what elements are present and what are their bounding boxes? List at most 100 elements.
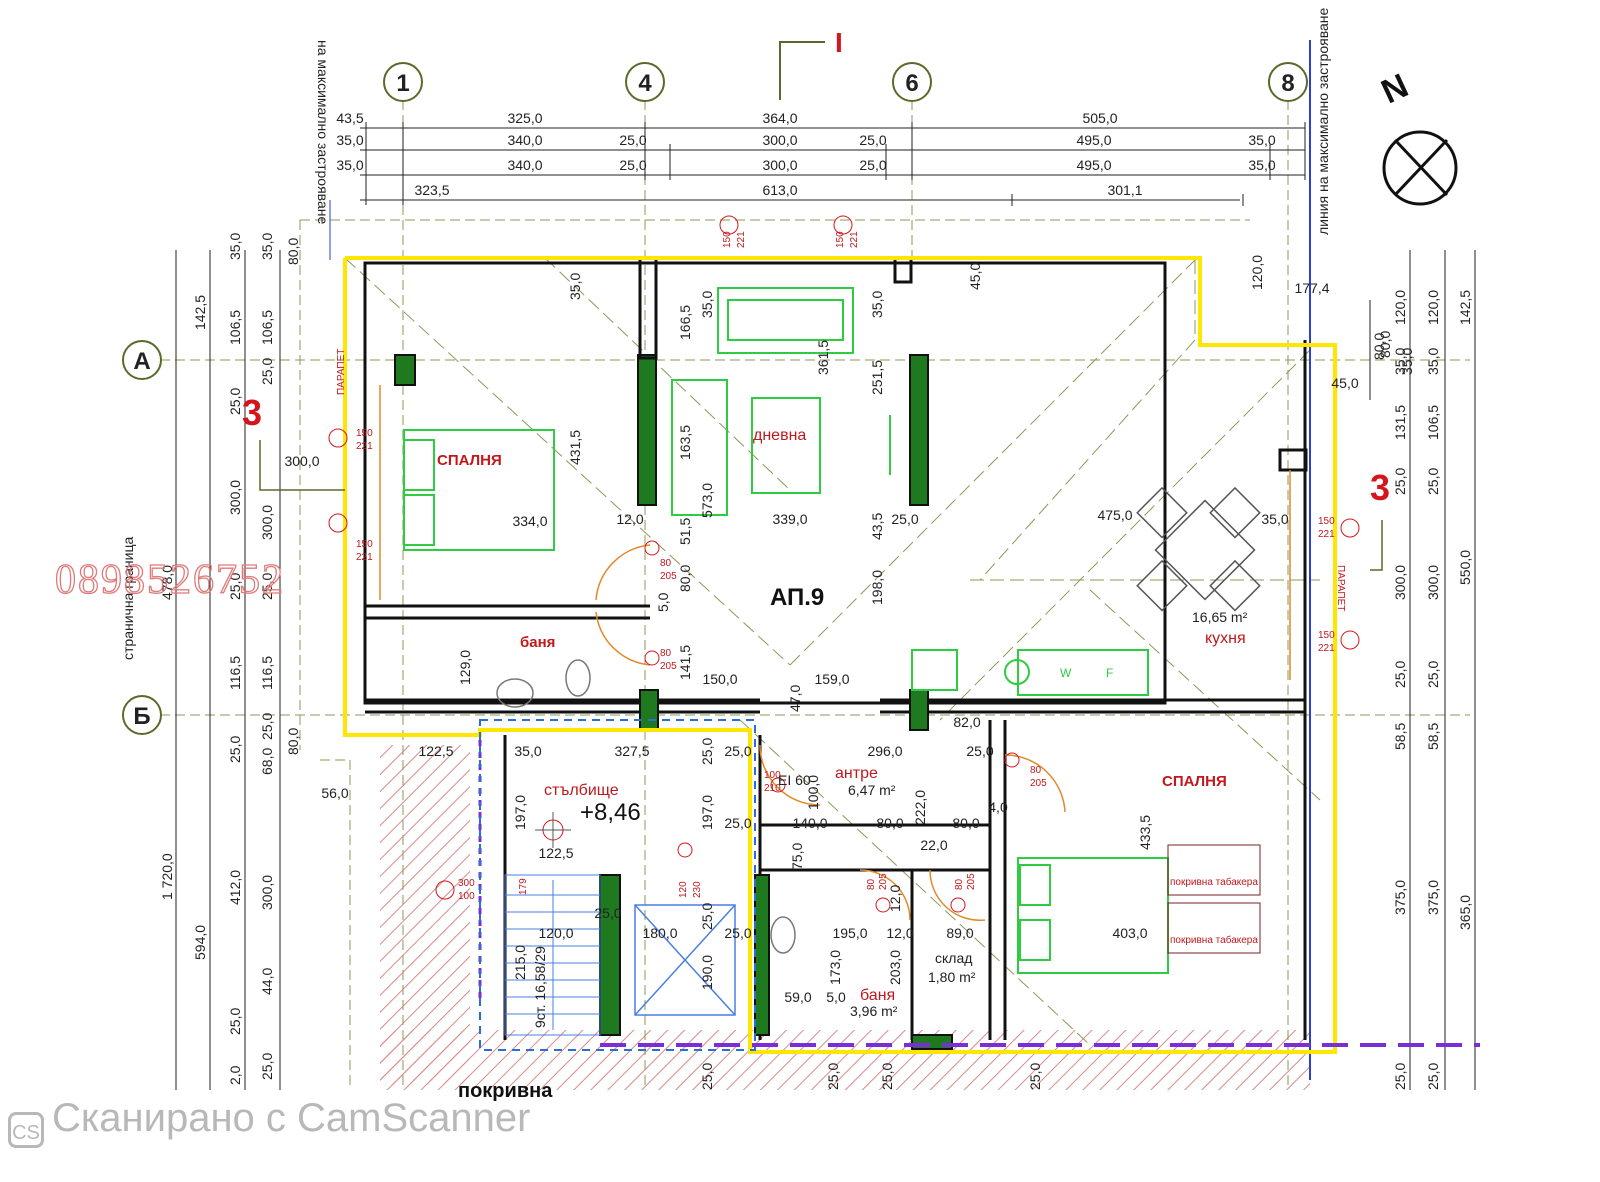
room-living: дневна: [753, 427, 806, 444]
section-arrow-top: [779, 41, 825, 100]
svg-text:25,0: 25,0: [724, 743, 751, 759]
svg-text:573,0: 573,0: [699, 483, 715, 518]
svg-text:195,0: 195,0: [832, 925, 867, 941]
svg-text:300: 300: [458, 878, 475, 889]
stair-steps: 9ст. 16,58/29: [532, 946, 548, 1028]
svg-text:25,0: 25,0: [259, 1053, 275, 1080]
kitchen-area: 16,65 m²: [1192, 609, 1248, 625]
svg-text:221: 221: [1318, 643, 1335, 654]
svg-text:221: 221: [849, 231, 860, 248]
svg-text:166,5: 166,5: [677, 305, 693, 340]
fire-door: EI 60: [778, 772, 811, 788]
section-mark-right: 3: [1370, 467, 1390, 508]
svg-text:197,0: 197,0: [512, 795, 528, 830]
svg-text:45,0: 45,0: [1331, 375, 1358, 391]
svg-text:89,0: 89,0: [946, 925, 973, 941]
svg-text:251,5: 251,5: [869, 360, 885, 395]
dim-top-2-3: 25,0: [619, 132, 646, 148]
grid-lines: [160, 100, 1470, 1090]
svg-text:12,0: 12,0: [616, 511, 643, 527]
svg-text:1 720,0: 1 720,0: [159, 853, 175, 900]
svg-text:80: 80: [954, 878, 965, 890]
svg-text:120,0: 120,0: [1425, 290, 1441, 325]
svg-text:58,5: 58,5: [1425, 723, 1441, 750]
svg-text:106,5: 106,5: [1425, 405, 1441, 440]
svg-text:80,0: 80,0: [677, 565, 693, 592]
section-arrow-right: [1370, 520, 1383, 571]
svg-text:150: 150: [356, 428, 373, 439]
apartment-outline: [343, 256, 1337, 1054]
svg-text:594,0: 594,0: [192, 925, 208, 960]
svg-text:35,0: 35,0: [514, 743, 541, 759]
svg-text:221: 221: [356, 552, 373, 563]
svg-text:80,0: 80,0: [1377, 331, 1393, 358]
dim-top-3-6: 495,0: [1076, 157, 1111, 173]
wall-stub-3: [1278, 448, 1308, 472]
svg-text:198,0: 198,0: [869, 570, 885, 605]
svg-text:59,0: 59,0: [784, 989, 811, 1005]
svg-text:43,5: 43,5: [869, 513, 885, 540]
svg-text:2,0: 2,0: [227, 1065, 243, 1085]
hall-area: 6,47 m²: [848, 782, 896, 798]
label-left-top: на максимално застрояване: [315, 40, 331, 224]
svg-text:35,0: 35,0: [1261, 511, 1288, 527]
svg-text:12,0: 12,0: [887, 885, 903, 912]
svg-text:230: 230: [692, 881, 703, 898]
svg-text:131,5: 131,5: [1392, 405, 1408, 440]
svg-text:80,0: 80,0: [1371, 333, 1387, 360]
elevator: [634, 904, 736, 1016]
svg-text:35,0: 35,0: [567, 273, 583, 300]
svg-text:35,0: 35,0: [699, 291, 715, 318]
svg-text:150: 150: [835, 231, 846, 248]
svg-text:25,0: 25,0: [699, 738, 715, 765]
svg-text:80,0: 80,0: [952, 815, 979, 831]
axis-6: 6: [905, 70, 918, 97]
wall-stub-1: [638, 256, 658, 360]
room-bedroom1: СПАЛНЯ: [437, 452, 502, 469]
svg-text:197,0: 197,0: [699, 795, 715, 830]
axis-a: А: [133, 348, 150, 375]
dim-top-3-1: 35,0: [336, 157, 363, 173]
doors: [379, 385, 1291, 921]
svg-text:25,0: 25,0: [724, 815, 751, 831]
svg-text:120,0: 120,0: [1249, 255, 1265, 290]
svg-text:35,0: 35,0: [1425, 348, 1441, 375]
dim-top-4-1: 323,5: [414, 182, 449, 198]
svg-text:106,5: 106,5: [259, 310, 275, 345]
svg-text:375,0: 375,0: [1425, 880, 1441, 915]
svg-text:25,0: 25,0: [1027, 1063, 1043, 1090]
svg-text:205: 205: [660, 571, 677, 582]
label-left-boundary: странична граница: [120, 537, 136, 660]
svg-text:327,5: 327,5: [614, 743, 649, 759]
dim-top-3-5: 25,0: [859, 157, 886, 173]
stair-level: +8,46: [580, 799, 641, 826]
svg-text:122,5: 122,5: [538, 845, 573, 861]
columns: [394, 354, 953, 1050]
svg-text:221: 221: [356, 441, 373, 452]
dim-top-2-4: 300,0: [762, 132, 797, 148]
svg-text:334,0: 334,0: [512, 513, 547, 529]
svg-text:300,0: 300,0: [1392, 565, 1408, 600]
dim-top-1-4: 505,0: [1082, 110, 1117, 126]
dim-top-2-5: 25,0: [859, 132, 886, 148]
svg-text:12,0: 12,0: [886, 925, 913, 941]
svg-text:35,0: 35,0: [227, 233, 243, 260]
room-stair: стълбище: [544, 782, 619, 799]
appliance-w: W: [1060, 666, 1072, 680]
right-dims: 120,0 35,0 131,5 25,0 300,0 25,0 58,5 37…: [1371, 290, 1473, 1090]
svg-text:375,0: 375,0: [1392, 880, 1408, 915]
svg-text:5,0: 5,0: [655, 592, 671, 612]
roof-hatch-left: [380, 745, 470, 1085]
svg-text:25,0: 25,0: [699, 1063, 715, 1090]
svg-text:22,0: 22,0: [920, 837, 947, 853]
svg-text:210: 210: [764, 783, 781, 794]
svg-text:25,0: 25,0: [259, 713, 275, 740]
svg-text:142,5: 142,5: [1457, 290, 1473, 325]
svg-text:205: 205: [1030, 778, 1047, 789]
svg-text:221: 221: [1318, 529, 1335, 540]
svg-text:25,0: 25,0: [594, 905, 621, 921]
svg-text:205: 205: [660, 661, 677, 672]
svg-text:56,0: 56,0: [321, 785, 348, 801]
svg-text:365,0: 365,0: [1457, 895, 1473, 930]
